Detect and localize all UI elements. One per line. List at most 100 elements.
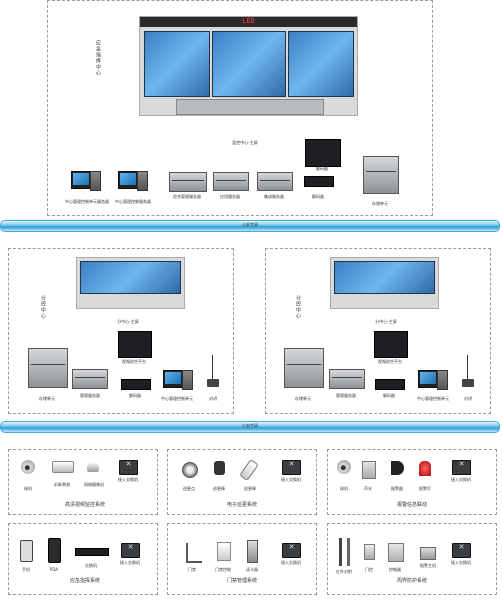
phone-icon (20, 540, 33, 562)
sub-right-intercom-label: 对讲 (464, 396, 472, 401)
sub-right-matrix-label: 视频综合平台 (378, 359, 402, 364)
g0-title: 高清视频监控系统 (64, 502, 105, 508)
turnstile-icon (186, 543, 202, 563)
sub-right-decoder (375, 379, 405, 390)
sub-left-mgmt-server (72, 369, 108, 389)
sub-left-mgmt-label: 管理服务器 (80, 393, 100, 398)
g1-item-1: 巡更棒 (213, 486, 225, 491)
g3-item-2: 交换机 (85, 563, 97, 568)
alarm-dome-icon (337, 460, 351, 474)
g0-item-0: 球机 (24, 486, 32, 491)
g3-item-1: PDA (49, 567, 59, 572)
sub-center-right-label: 分控中心 (295, 295, 301, 319)
g2-item-0: 球机 (340, 486, 348, 491)
g5-item-2: 控制器 (389, 567, 401, 572)
g4-title: 门禁管理系统 (226, 578, 257, 584)
g5-item-3: 报警主机 (420, 563, 436, 568)
group-perimeter (327, 523, 497, 595)
sub-right-ws-label: 中心管理控制单元 (417, 396, 449, 401)
wall-screen-right (288, 31, 354, 97)
wall-screen-left (144, 31, 210, 97)
g3-switch-icon (121, 543, 140, 558)
sub-left-decoder (121, 379, 151, 390)
sub-left-storage-label: 存储单元 (39, 396, 55, 401)
decoder-device (304, 176, 334, 187)
sub-right-mgmt-server (329, 369, 365, 389)
server-integrated (169, 172, 207, 192)
g3-title: 应急指挥系统 (69, 578, 100, 584)
sub-left-ws-tower (182, 370, 193, 390)
sub-center-left-label: 分控中心 (40, 295, 46, 319)
g4-item-2: 读卡器 (246, 567, 258, 572)
storage-main (363, 156, 399, 194)
sub-right-wall (330, 257, 439, 309)
g2-item-4: 接入交换机 (451, 477, 471, 482)
bullet-camera-icon (52, 461, 74, 473)
command-center-label: 应急指挥中心 (95, 40, 101, 76)
g4-switch-icon (282, 543, 301, 558)
g1-title: 电子巡更系统 (226, 502, 257, 508)
wall-screen-center (212, 31, 286, 97)
sub-right-ws-tower (437, 370, 448, 390)
video-wall-main: LED (139, 16, 358, 116)
sub-right-storage-label: 存储单元 (295, 396, 311, 401)
sub-right-ws-monitor (418, 370, 438, 388)
g5-switch-icon (452, 543, 471, 558)
g3-item-0: 手机 (22, 567, 30, 572)
g5-title: 周界防护系统 (396, 578, 427, 584)
decoder-top-label: 解码器 (316, 166, 328, 171)
network-bus-middle: 公安专网 (0, 421, 500, 433)
g2-item-2: 报警器 (391, 486, 403, 491)
server-integration (257, 172, 293, 191)
g2-item-1: 声光 (364, 486, 372, 491)
console-desk (176, 99, 324, 115)
door-control-icon (364, 544, 375, 560)
g0-item-3: 接入交换机 (118, 477, 138, 482)
sub-left-matrix (118, 331, 152, 358)
sub-left-intercom-label: 对讲 (209, 396, 217, 401)
decoder-top-device (305, 139, 341, 167)
infrared-beam-icon-2 (347, 538, 350, 566)
g2-item-3: 报警灯 (419, 486, 431, 491)
workstation-2-monitor (118, 171, 138, 189)
g1-item-3: 接入交换机 (281, 477, 301, 482)
sub-left-matrix-label: 视频综合平台 (122, 359, 146, 364)
group-alarm (327, 449, 497, 515)
group-access (167, 523, 317, 595)
sub-right-mgmt-label: 管理服务器 (336, 393, 356, 398)
mini-dome-icon (87, 462, 99, 472)
pda-icon (48, 538, 61, 563)
sub-left-decoder-label: 解码器 (129, 393, 141, 398)
sub-left-ws-monitor (163, 370, 183, 388)
alarm-light-icon (419, 461, 431, 476)
siren-icon (391, 461, 404, 475)
card-reader-icon (247, 540, 258, 563)
g1-item-0: 巡更点 (183, 486, 195, 491)
sub-left-wall (76, 257, 185, 309)
server-integration-label: 集成服务器 (264, 194, 284, 199)
workstation-2-tower (137, 171, 148, 191)
g0-switch-icon (119, 460, 138, 475)
sub-left-intercom (207, 355, 219, 389)
workstation-2-label: 中心管理控制服务器 (115, 199, 151, 204)
group-hd-video (8, 449, 158, 515)
g1-item-2: 巡更棒 (244, 486, 256, 491)
group-emergency (8, 523, 158, 595)
alarm-host-icon (420, 547, 436, 560)
workstation-1-monitor (71, 171, 91, 189)
controller-icon (388, 543, 404, 562)
sub-right-decoder-label: 解码器 (383, 393, 395, 398)
g3-item-3: 接入交换机 (120, 560, 140, 565)
sub-right-intercom (462, 355, 474, 389)
sub-left-wall-caption: 分中心-主屏 (117, 319, 139, 324)
g3-network-switch (75, 548, 109, 556)
g5-item-4: 接入交换机 (451, 560, 471, 565)
g1-switch-icon (282, 460, 301, 475)
server-integrated-label: 综合管理服务器 (173, 194, 201, 199)
sub-right-matrix (374, 331, 408, 358)
storage-main-label: 存储单元 (372, 201, 388, 206)
g5-item-1: 门控 (365, 567, 373, 572)
g4-item-0: 门禁 (188, 567, 196, 572)
g0-item-1: 半球/枪机 (53, 482, 71, 487)
g0-item-2: 网络摄像机 (84, 482, 104, 487)
